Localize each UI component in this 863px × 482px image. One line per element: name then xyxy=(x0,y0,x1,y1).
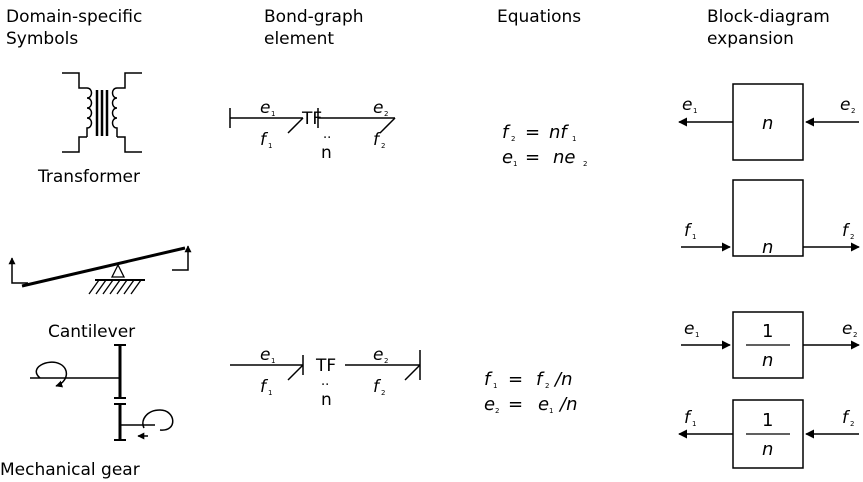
cantilever-icon xyxy=(8,245,192,295)
bond-bottom-f2-sub: 2 xyxy=(381,389,385,397)
bond-top-e1: e xyxy=(260,98,270,118)
eq-bot-1-lhs-sub: 1 xyxy=(493,382,497,390)
eq-bot-1-rhs-tail: /n xyxy=(553,369,572,390)
bond-top-dots: .. xyxy=(323,127,331,142)
block-4 xyxy=(678,399,859,469)
block-3-num: 1 xyxy=(762,321,773,342)
eq-bot-1-lhs: f xyxy=(484,369,493,390)
transformer-icon xyxy=(62,72,142,153)
bond-top-f2: f xyxy=(373,130,382,150)
eq-bot-2-eq: = xyxy=(508,394,523,415)
eq-bot-1-eq: = xyxy=(508,369,523,390)
eq-bot-2-rhs-sub: 1 xyxy=(549,407,553,415)
block-2-in-label: f xyxy=(684,221,693,241)
gear-icon xyxy=(30,344,174,441)
eq-bot-2-lhs-sub: 2 xyxy=(495,407,499,415)
bond-bottom-dots: .. xyxy=(321,374,329,389)
bond-top-f1: f xyxy=(260,130,269,150)
block-1 xyxy=(678,83,859,161)
equations-bottom: f 1 = f 2 /n e 2 = e 1 /n xyxy=(484,369,577,415)
bond-top-e1-sub: 1 xyxy=(271,110,275,118)
block-3 xyxy=(681,311,860,379)
block-4-num: 1 xyxy=(762,410,773,431)
bond-top-e2: e xyxy=(373,98,383,118)
bond-bottom-e1-sub: 1 xyxy=(271,357,275,365)
bond-graph-bottom xyxy=(230,350,421,381)
bond-bottom-e2: e xyxy=(373,345,383,365)
bond-top-e2-sub: 2 xyxy=(384,110,388,118)
bond-bottom-tf: TF xyxy=(315,356,336,376)
eq-bot-2-rhs-tail: /n xyxy=(558,394,577,415)
block-2-in-sub: 1 xyxy=(692,233,696,241)
block-1-in-sub: 2 xyxy=(851,107,855,115)
bond-top-tf: TF xyxy=(301,109,322,129)
block-2-gain: n xyxy=(762,237,773,258)
block-3-out-sub: 2 xyxy=(853,331,857,339)
eq-top-1-lhs-sub: 2 xyxy=(511,135,515,143)
eq-bot-2-rhs: e xyxy=(538,394,549,415)
bond-bottom-f1: f xyxy=(260,377,269,397)
block-1-out-label: e xyxy=(682,95,692,115)
block-4-in-sub: 2 xyxy=(850,420,854,428)
bond-bottom-n: n xyxy=(321,390,332,410)
bond-graph-top xyxy=(229,108,396,134)
header-equations: Equations xyxy=(497,7,582,27)
block-3-in-sub: 1 xyxy=(695,331,699,339)
header-blockdiagram: Block-diagram expansion xyxy=(707,7,830,49)
block-3-out-label: e xyxy=(842,319,852,339)
transformer-label: Transformer xyxy=(38,167,141,187)
block-4-out-sub: 1 xyxy=(692,420,696,428)
eq-top-1-rhs: nf xyxy=(549,122,569,143)
eq-bot-1-rhs: f xyxy=(536,369,545,390)
gear-label: Mechanical gear xyxy=(0,460,140,480)
block-2 xyxy=(681,179,860,257)
block-1-out-sub: 1 xyxy=(693,107,697,115)
eq-bot-2-lhs: e xyxy=(484,394,495,415)
cantilever-label: Cantilever xyxy=(48,322,136,342)
bond-top-n: n xyxy=(321,143,332,163)
eq-top-1-eq: = xyxy=(525,122,540,143)
eq-top-2-eq: = xyxy=(525,147,540,168)
block-1-gain: n xyxy=(762,113,773,134)
eq-top-1-lhs: f xyxy=(502,122,511,143)
bond-bottom-f1-sub: 1 xyxy=(268,389,272,397)
block-2-out-label: f xyxy=(842,221,851,241)
block-4-den: n xyxy=(762,439,773,460)
equations-top: f 2 = nf 1 e 1 = ne 2 xyxy=(502,122,587,168)
eq-top-2-rhs-sub: 2 xyxy=(583,160,587,168)
block-4-out-label: f xyxy=(684,408,693,428)
header-symbols: Domain-specific Symbols xyxy=(6,7,143,49)
eq-top-1-rhs-sub: 1 xyxy=(572,135,576,143)
eq-bot-1-rhs-sub: 2 xyxy=(545,382,549,390)
block-4-in-label: f xyxy=(842,408,851,428)
header-bondgraph: Bond-graph element xyxy=(264,7,364,49)
bond-top-f2-sub: 2 xyxy=(381,142,385,150)
eq-top-2-lhs: e xyxy=(502,147,513,168)
bond-bottom-f2: f xyxy=(373,377,382,397)
block-3-den: n xyxy=(762,350,773,371)
block-3-in-label: e xyxy=(684,319,694,339)
bond-top-f1-sub: 1 xyxy=(268,142,272,150)
block-2-out-sub: 2 xyxy=(850,233,854,241)
block-1-in-label: e xyxy=(840,95,850,115)
eq-top-2-rhs: ne xyxy=(553,147,575,168)
eq-top-2-lhs-sub: 1 xyxy=(513,160,517,168)
bond-bottom-e1: e xyxy=(260,345,270,365)
bond-bottom-e2-sub: 2 xyxy=(384,357,388,365)
